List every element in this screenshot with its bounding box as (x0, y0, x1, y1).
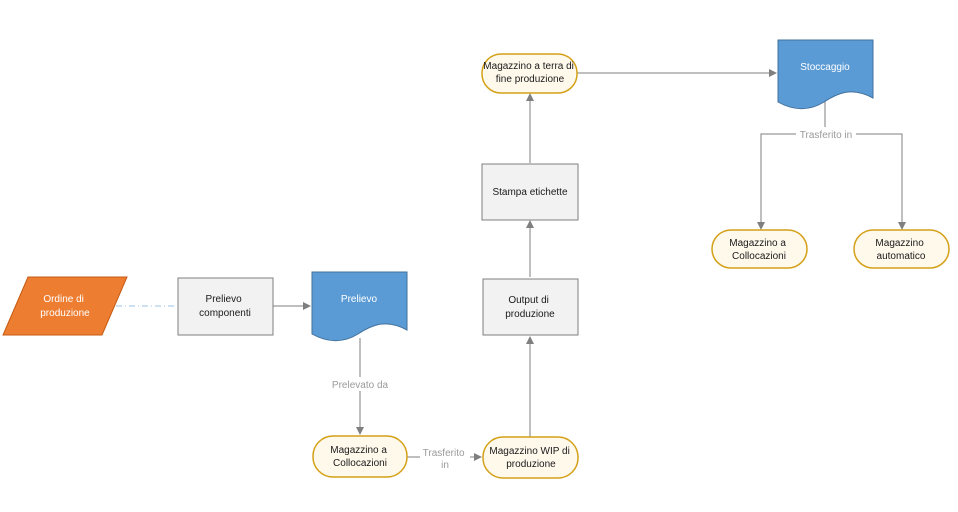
edge-label-trasferito-in-1: Trasferito in (423, 448, 468, 471)
svg-text:Magazzino a Collocazioni: Magazzino a Collocazioni (330, 445, 389, 469)
node-magazzino-a-terra: Magazzino a terra di fine produzione (481, 53, 578, 94)
node-ordine-di-produzione: Ordine di produzione (2, 276, 128, 336)
svg-text:Magazzino a Collocazioni: Magazzino a Collocazioni (729, 238, 788, 262)
node-output-di-produzione: Output di produzione (482, 278, 579, 336)
svg-text:Magazzino WIP di produzi: Magazzino WIP di produzione (489, 446, 572, 470)
svg-text:Output di produzione: Output di produzione (505, 295, 555, 320)
svg-text:Prelievo: Prelievo (341, 294, 378, 305)
node-prelievo-componenti: Prelievo componenti (177, 277, 274, 336)
svg-text:Magazzino a terra di fin: Magazzino a terra di fine produzione (483, 61, 576, 85)
svg-text:Stampa etichette: Stampa etichette (492, 187, 567, 198)
node-stoccaggio: Stoccaggio (777, 39, 874, 110)
edge-stoccaggio-to-mag-collocazioni-2 (757, 133, 825, 230)
svg-text:Stoccaggio: Stoccaggio (800, 62, 850, 73)
edge-stoccaggio-to-mag-automatico (825, 133, 906, 230)
node-magazzino-a-collocazioni-1: Magazzino a Collocazioni (312, 435, 408, 478)
edge-labels: Prelevato da Trasferito in Trasferito in (328, 127, 856, 472)
node-magazzino-wip: Magazzino WIP di produzione (482, 436, 579, 479)
node-magazzino-a-collocazioni-2: Magazzino a Collocazioni (711, 229, 808, 269)
svg-text:Prelievo componenti: Prelievo componenti (199, 294, 251, 319)
node-stampa-etichette: Stampa etichette (481, 163, 579, 221)
svg-text:Magazzino automatico: Magazzino automatico (875, 238, 926, 262)
node-magazzino-automatico: Magazzino automatico (853, 229, 950, 269)
edge-label-prelevato-da: Prelevato da (332, 380, 389, 391)
svg-text:Ordine di produzione: Ordine di produzione (40, 294, 90, 319)
edge-label-trasferito-in-2: Trasferito in (800, 130, 852, 141)
node-prelievo: Prelievo (311, 271, 408, 342)
